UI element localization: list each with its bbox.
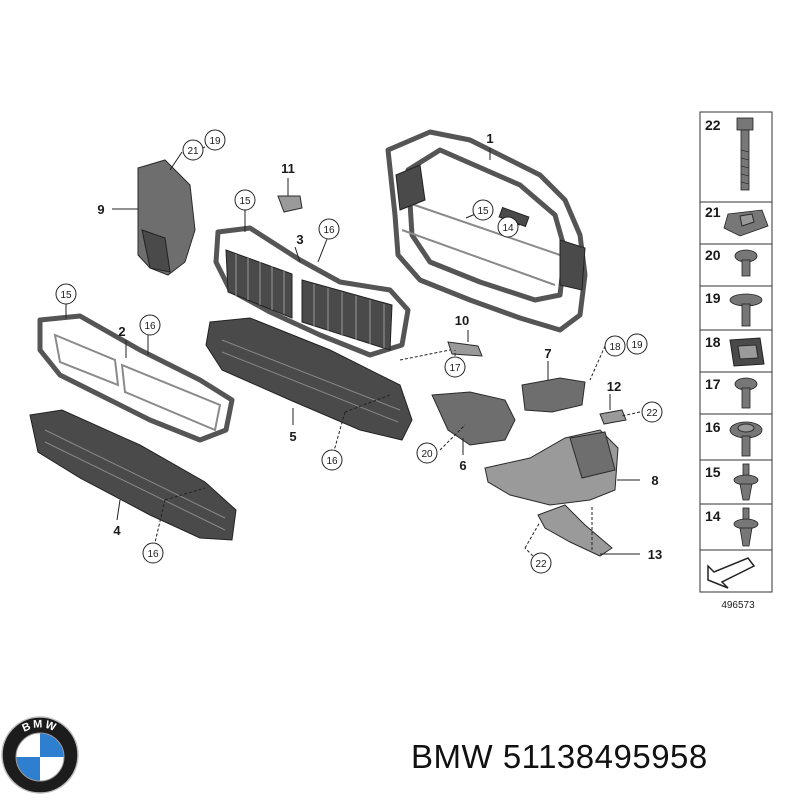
- legend-item-21: 21: [705, 204, 721, 220]
- legend-item-18: 18: [705, 334, 721, 350]
- part-8-air-duct: [484, 429, 619, 506]
- part-11-bracket: [277, 195, 303, 213]
- screw-icon: [734, 249, 758, 277]
- callout-2: 2: [118, 324, 125, 339]
- circled-ref: 17: [444, 356, 466, 378]
- svg-text:16: 16: [147, 549, 159, 560]
- part-9-air-duct: [137, 159, 196, 276]
- svg-text:15: 15: [239, 196, 251, 207]
- reference-number: 496573: [721, 600, 755, 611]
- circled-ref: 22: [641, 401, 663, 423]
- circled-ref: 15: [472, 199, 494, 221]
- callout-12: 12: [607, 379, 621, 394]
- circled-references: 21 19 15 16 15 14 15 16 17 18 19 22 16 2…: [55, 129, 663, 574]
- callout-4: 4: [113, 523, 121, 538]
- circled-ref: 20: [416, 442, 438, 464]
- washer-screw-icon: [729, 421, 763, 457]
- part-13-bracket: [537, 504, 613, 557]
- svg-text:BMW: BMW: [20, 718, 59, 734]
- circled-ref: 16: [142, 542, 164, 564]
- callout-3: 3: [296, 232, 303, 247]
- hardware-legend: 22 21 20 19 18 17 16 15 14: [699, 111, 773, 611]
- svg-text:16: 16: [144, 321, 156, 332]
- circled-ref: 16: [321, 449, 343, 471]
- legend-item-15: 15: [705, 464, 721, 480]
- callout-10: 10: [455, 313, 469, 328]
- part-7-air-guide: [521, 377, 586, 413]
- flange-screw-icon: [729, 293, 763, 327]
- callout-8: 8: [651, 473, 658, 488]
- circled-ref: 15: [55, 283, 77, 305]
- svg-text:21: 21: [187, 146, 199, 157]
- circled-ref: 22: [530, 552, 552, 574]
- bmw-logo: BMW: [1, 716, 79, 794]
- circled-ref: 16: [139, 314, 161, 336]
- part-3-grille: [213, 225, 411, 358]
- legend-item-20: 20: [705, 247, 721, 263]
- callout-labels: 1 9 11 3 2 10 7 12 8 13 5 6 4: [97, 131, 662, 562]
- callout-5: 5: [289, 429, 296, 444]
- svg-text:16: 16: [326, 456, 338, 467]
- legend-item-16: 16: [705, 419, 721, 435]
- legend-item-22: 22: [705, 117, 721, 133]
- circled-ref: 19: [204, 129, 226, 151]
- svg-text:18: 18: [609, 342, 621, 353]
- part-10-bracket: [447, 341, 483, 357]
- callout-11: 11: [281, 161, 295, 176]
- part-6-air-duct: [431, 391, 516, 446]
- part-1-frame: [385, 129, 588, 333]
- svg-text:15: 15: [477, 206, 489, 217]
- rivet-icon: [733, 463, 759, 501]
- callout-1: 1: [486, 131, 493, 146]
- legend-item-19: 19: [705, 290, 721, 306]
- legend-item-14: 14: [705, 508, 721, 524]
- part-4-lower-shutter: [29, 409, 237, 541]
- svg-text:16: 16: [323, 225, 335, 236]
- circled-ref: 14: [497, 216, 519, 238]
- part-12-bracket: [599, 409, 627, 425]
- circled-ref: 15: [234, 189, 256, 211]
- svg-text:17: 17: [449, 363, 461, 374]
- screw-icon: [734, 377, 758, 409]
- callout-13: 13: [648, 547, 662, 562]
- svg-text:19: 19: [209, 136, 221, 147]
- logo-letters: BMW: [20, 718, 57, 734]
- svg-text:20: 20: [421, 449, 433, 460]
- legend-item-17: 17: [705, 376, 721, 392]
- circled-ref: 19: [626, 333, 648, 355]
- circled-ref: 18: [604, 335, 626, 357]
- circled-ref: 21: [182, 139, 204, 161]
- svg-text:22: 22: [646, 408, 658, 419]
- circled-ref: 16: [318, 218, 340, 240]
- svg-text:22: 22: [535, 559, 547, 570]
- svg-text:15: 15: [60, 290, 72, 301]
- direction-arrow-icon: [707, 557, 756, 589]
- callout-9: 9: [97, 202, 104, 217]
- bolt-icon: [736, 117, 754, 191]
- callout-6: 6: [459, 458, 466, 473]
- part-5-air-shutter: [205, 317, 413, 441]
- callout-7: 7: [544, 346, 551, 361]
- svg-text:19: 19: [631, 340, 643, 351]
- clip-icon: [729, 337, 765, 367]
- svg-text:14: 14: [502, 223, 514, 234]
- leader-lines: [65, 146, 641, 564]
- part-2-grille-frame: [37, 313, 235, 443]
- brand-part-number: BMW 51138495958: [411, 738, 708, 775]
- clip-nut-icon: [723, 209, 769, 237]
- rivet-icon: [733, 507, 759, 547]
